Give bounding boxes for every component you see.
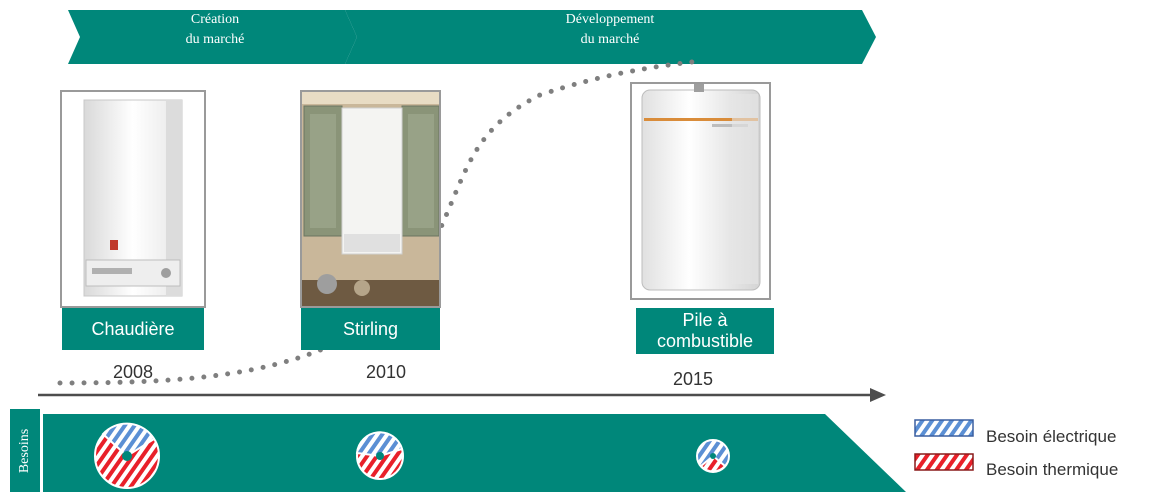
legend-swatches bbox=[914, 419, 974, 471]
phase-developpement-line2: du marché bbox=[580, 32, 640, 47]
product-label-pile-line1: Pile à bbox=[682, 310, 728, 330]
phase-arrows bbox=[68, 10, 876, 64]
year-2010: 2010 bbox=[365, 362, 407, 382]
phase-creation-line2: du marché bbox=[185, 32, 245, 47]
legend-swatch-electric bbox=[914, 419, 974, 437]
phase-creation-line1: Création bbox=[190, 12, 240, 27]
year-2015: 2015 bbox=[672, 369, 714, 389]
needs-disc-chaudiere bbox=[94, 422, 160, 489]
phase-developpement: Développement du marché bbox=[360, 10, 860, 64]
timeline-arrow bbox=[38, 388, 886, 402]
needs-disc-pile bbox=[696, 439, 730, 473]
fuel-cell-image bbox=[630, 82, 771, 300]
needs-disc-stirling bbox=[355, 431, 404, 480]
product-label-chaudiere: Chaudière bbox=[62, 308, 204, 350]
year-2008: 2008 bbox=[112, 362, 154, 382]
phase-creation: Création du marché bbox=[80, 10, 350, 64]
needs-band-label: Besoins bbox=[17, 428, 32, 473]
product-label-pile: Pile à combustible bbox=[636, 308, 774, 354]
needs-band-label-box: Besoins bbox=[10, 409, 40, 492]
boiler-image bbox=[60, 90, 206, 308]
stirling-image bbox=[300, 90, 441, 308]
phase-arrow-creation bbox=[68, 10, 357, 64]
product-label-stirling: Stirling bbox=[301, 308, 440, 350]
phase-arrow-developpement bbox=[345, 10, 876, 64]
needs-band bbox=[10, 409, 906, 492]
phase-developpement-line1: Développement bbox=[565, 12, 655, 27]
legend-swatch-thermal bbox=[914, 453, 974, 471]
product-label-pile-line2: combustible bbox=[656, 331, 754, 351]
legend-label-electric: Besoin électrique bbox=[986, 427, 1117, 446]
legend-label-thermal: Besoin thermique bbox=[986, 460, 1119, 479]
